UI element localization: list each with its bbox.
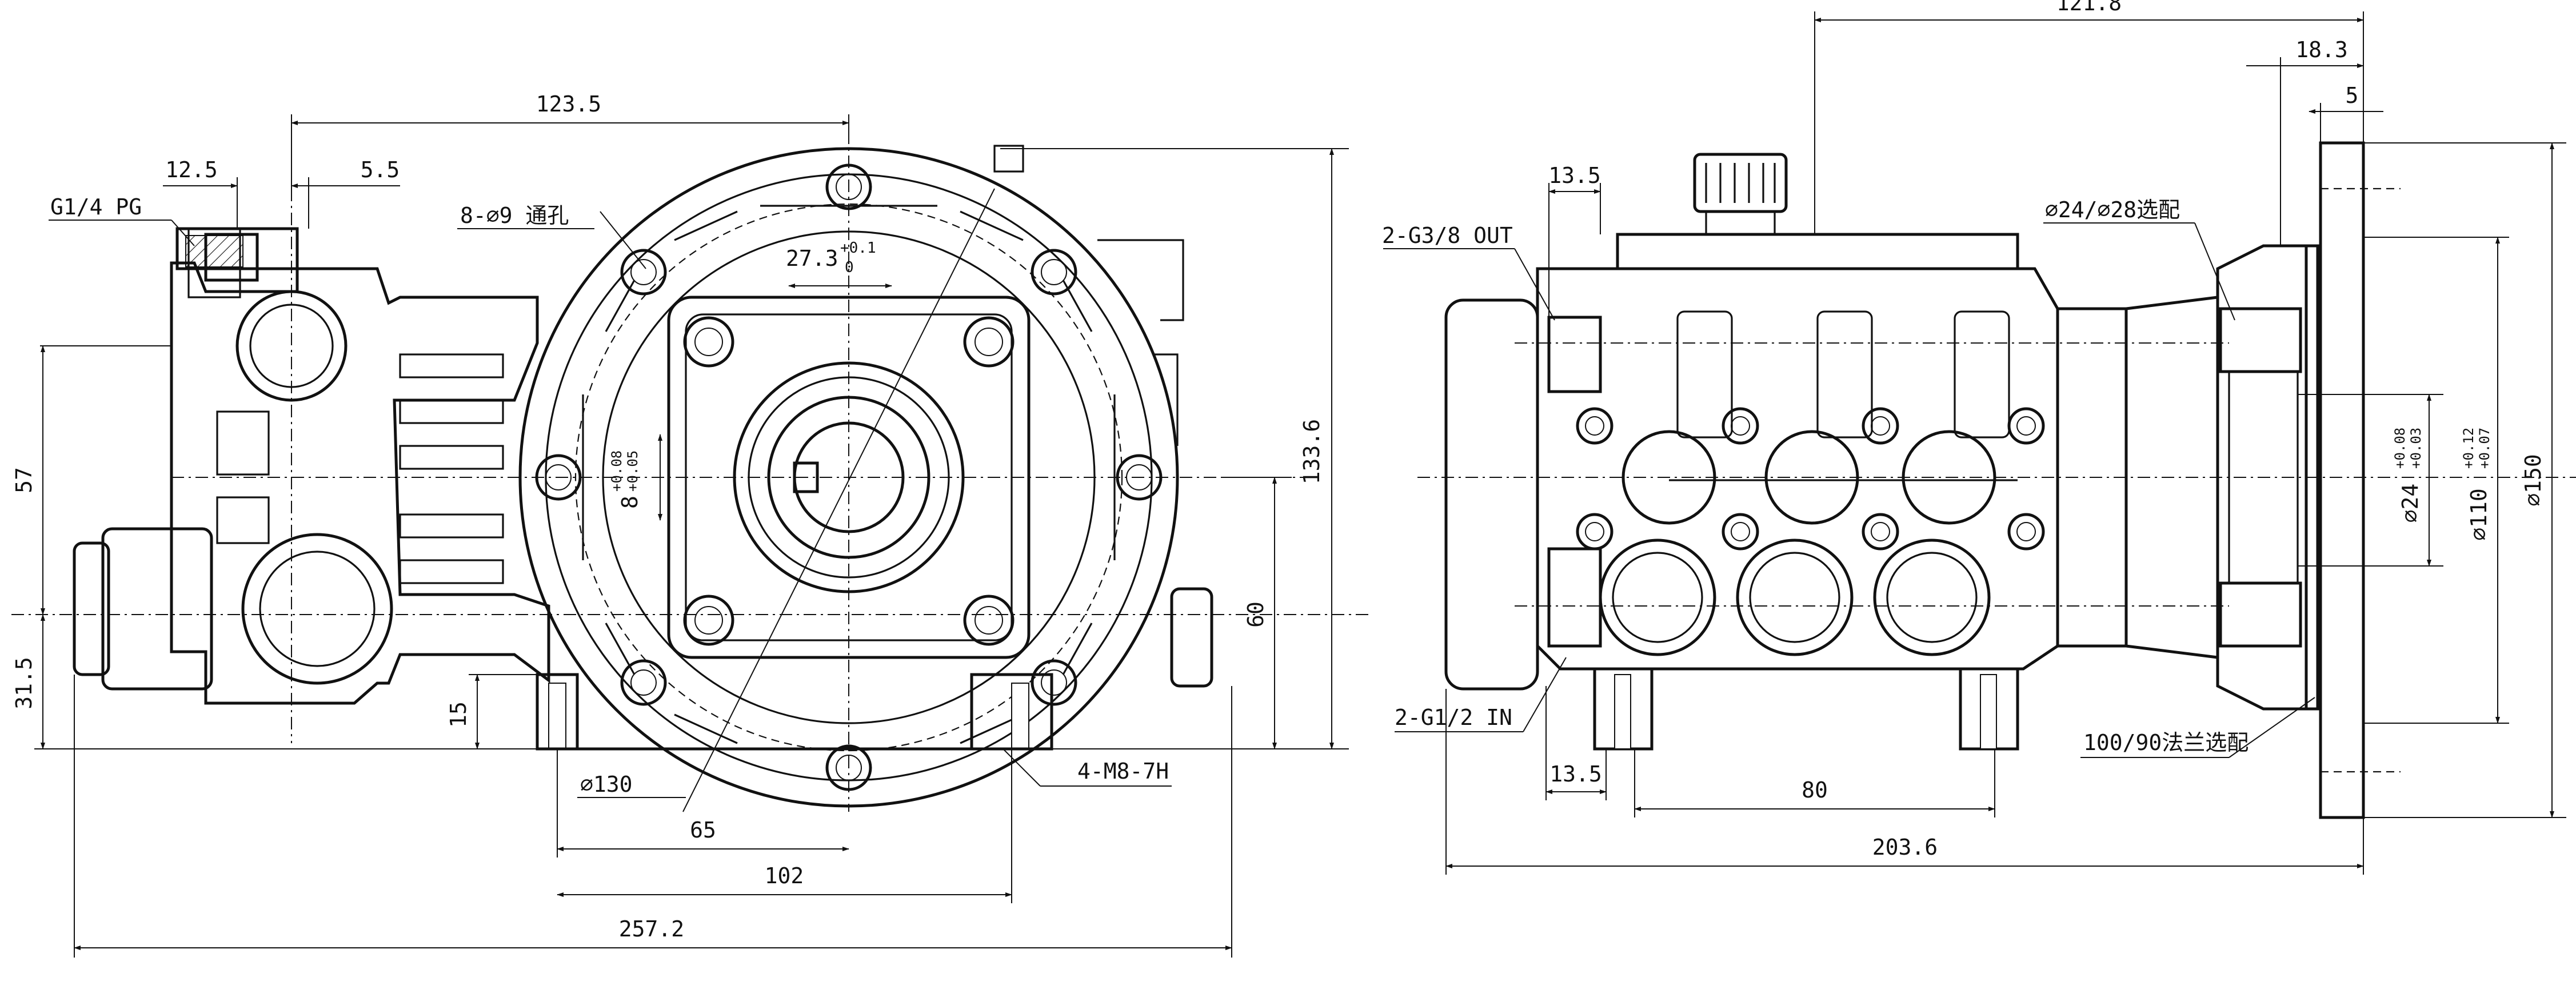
- dim-pilot-tol-lower: +0.07: [2477, 428, 2493, 469]
- dim-flange-dia: ∅150: [2521, 454, 2546, 507]
- dim-shaft-tol-lower: +0.03: [2408, 428, 2424, 469]
- flange-outline: [518, 147, 1179, 808]
- bolt-circle-leader: [682, 188, 995, 812]
- shaft-bore: [2228, 370, 2299, 584]
- dim-13-5-top: 13.5: [1548, 163, 1601, 188]
- dim-5-5: 5.5: [361, 157, 400, 182]
- oil-cap: [1693, 153, 1788, 213]
- bolt-circle: [574, 203, 1123, 752]
- flange-holes: [535, 163, 1163, 791]
- dim-keyway: 27.3: [786, 246, 838, 271]
- dim-pilot-tol-upper: +0.12: [2461, 428, 2477, 469]
- dim-13-5-bottom: 13.5: [1549, 761, 1602, 787]
- outlet-fitting: [101, 527, 213, 691]
- flange-step: [2305, 244, 2322, 711]
- dim-123-5: 123.5: [536, 91, 601, 117]
- dim-pilot-dia: ∅110: [2466, 488, 2491, 541]
- left-end-view: 123.5 12.5 5.5 G1/4 PG 8-∅9 通孔 27.3 +0.1…: [11, 91, 1372, 958]
- oil-cap-ribs: [1705, 163, 1776, 203]
- pump-head-block: [1444, 153, 2059, 751]
- dim-15: 15: [446, 701, 471, 728]
- flange-taper: [2124, 296, 2219, 659]
- dim-31-5: 31.5: [11, 657, 37, 709]
- flange-recess: [602, 230, 1096, 724]
- dim-bolt-circle: ∅130: [580, 772, 633, 797]
- left-dimensions: [34, 114, 1349, 958]
- right-side-view: 121.8 18.3 5 13.5 2-G3/8 OUT ∅24/∅28选配 2…: [1382, 0, 2576, 875]
- valve-caps: [1616, 233, 2019, 270]
- square-mount-inner: [685, 313, 1013, 641]
- dim-121-8: 121.8: [2056, 0, 2122, 15]
- dim-key-tol-upper: +0.08: [609, 450, 625, 492]
- dim-60: 60: [1243, 601, 1268, 628]
- head-body: [1536, 267, 2059, 671]
- shaft-keyway: [793, 461, 819, 493]
- label-threads: 4-M8-7H: [1077, 759, 1169, 784]
- dim-80: 80: [1802, 777, 1828, 803]
- dim-257-2: 257.2: [619, 916, 684, 942]
- dim-key-tol-lower: +0.05: [625, 450, 641, 492]
- dim-203-6: 203.6: [1872, 835, 1938, 860]
- inlet-ports: [1599, 539, 1991, 656]
- gauge-port-thread: [204, 233, 259, 282]
- flange-assembly: [2058, 141, 2401, 819]
- pump-head-left: [73, 227, 550, 705]
- square-mount-bolts: [683, 316, 1015, 646]
- dim-102: 102: [765, 863, 804, 888]
- dim-57: 57: [11, 467, 37, 493]
- shaft-boss-outer: [733, 361, 965, 593]
- oil-cap-neck: [1705, 210, 1776, 236]
- right-dimensions: [1383, 11, 2566, 875]
- mounting-flange: [2319, 141, 2365, 819]
- shaft-seal: [767, 396, 930, 559]
- shaft-boss-ring: [748, 376, 950, 579]
- crankcase-cover: [1444, 298, 1539, 691]
- label-shaft-option: ∅24/∅28选配: [2045, 197, 2180, 222]
- head-bolts-upper: [1576, 407, 2045, 445]
- label-through-holes: 8-∅9 通孔: [460, 203, 569, 228]
- dim-keyway-tol-lower: 0: [845, 259, 854, 276]
- right-side-details: [993, 145, 1213, 688]
- dim-5: 5: [2346, 83, 2359, 108]
- dim-shaft-tol-upper: +0.08: [2392, 428, 2408, 469]
- square-mount-face: [667, 296, 1031, 659]
- dim-133-6: 133.6: [1299, 419, 1324, 484]
- label-outlet: 2-G3/8 OUT: [1382, 223, 1513, 248]
- hole-leader: [600, 211, 646, 269]
- dim-12-5: 12.5: [165, 157, 218, 182]
- upper-ports: [1622, 430, 1996, 525]
- label-inlet: 2-G1/2 IN: [1395, 705, 1512, 730]
- outlet-nut: [73, 541, 110, 676]
- label-gauge-port: G1/4 PG: [50, 194, 142, 220]
- dim-65: 65: [690, 817, 716, 843]
- dim-shaft-dia: ∅24: [2398, 484, 2423, 523]
- outlet-port-inner: [259, 551, 376, 667]
- outlet-port-outer: [241, 533, 393, 685]
- dim-key-width: 8: [617, 496, 642, 509]
- dim-18-3: 18.3: [2295, 37, 2348, 62]
- upper-port-inner: [249, 304, 334, 388]
- dim-keyway-tol-upper: +0.1: [840, 240, 876, 257]
- label-flange-option: 100/90法兰选配: [2083, 730, 2248, 755]
- mounting-feet: [536, 673, 1053, 751]
- upper-port-outer: [235, 290, 348, 402]
